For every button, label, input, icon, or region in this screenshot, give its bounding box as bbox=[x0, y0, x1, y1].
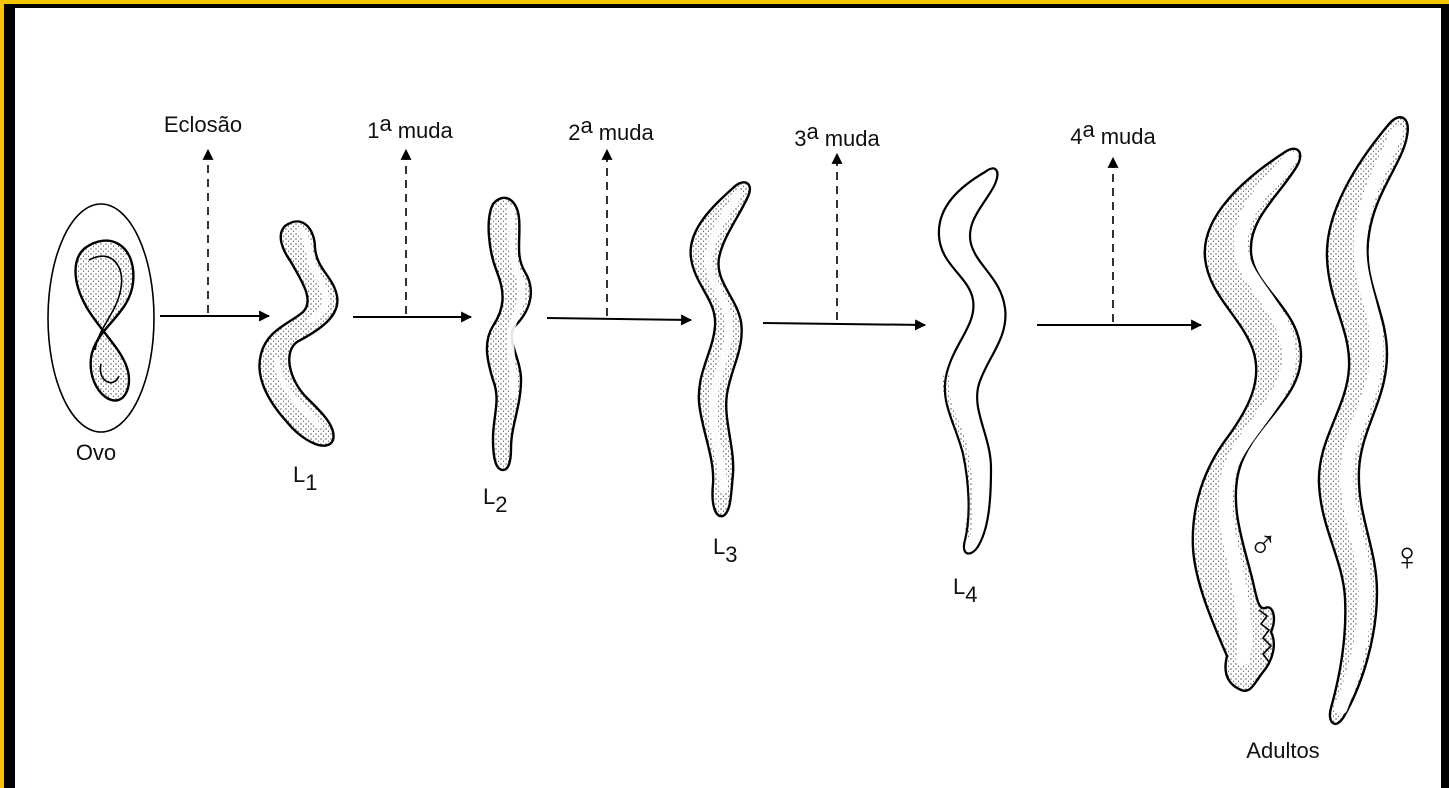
larva-l3 bbox=[691, 182, 750, 516]
female-symbol: ♀ bbox=[1392, 535, 1422, 579]
larva-l4 bbox=[939, 168, 1006, 553]
larva-l2 bbox=[487, 198, 531, 470]
transition-arrow-molt1 bbox=[353, 150, 471, 317]
transition-arrow-molt4 bbox=[1037, 158, 1201, 325]
larva-l1 bbox=[259, 221, 337, 445]
egg-label: Ovo bbox=[76, 440, 116, 465]
egg bbox=[48, 204, 154, 432]
l4-label: L4 bbox=[953, 574, 978, 607]
adults-label: Adultos bbox=[1246, 738, 1319, 763]
adult-female-worm bbox=[1319, 117, 1408, 724]
male-symbol: ♂ bbox=[1248, 523, 1278, 567]
transition-arrow-molt3 bbox=[763, 154, 925, 325]
hatching-label: Eclosão bbox=[164, 112, 242, 137]
l3-label: L3 bbox=[713, 534, 738, 567]
transition-arrow-molt2 bbox=[547, 150, 691, 320]
transition-arrow-hatching bbox=[160, 150, 269, 316]
l2-label: L2 bbox=[483, 484, 508, 517]
adult-male-worm bbox=[1193, 149, 1301, 691]
l1-label: L1 bbox=[293, 462, 318, 495]
